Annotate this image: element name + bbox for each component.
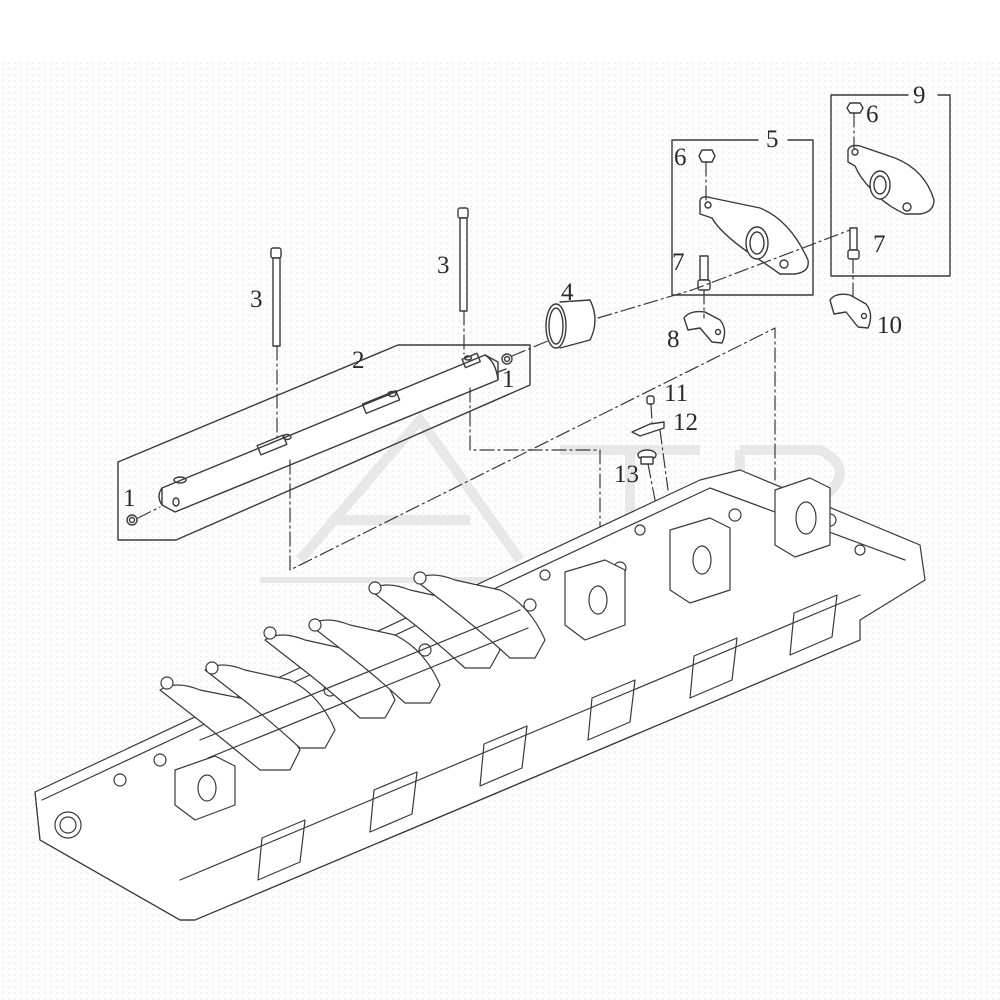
screw-part-11[interactable]: [646, 395, 655, 405]
callout-9: 9: [913, 82, 926, 109]
bolt-part-3-right[interactable]: [457, 207, 469, 312]
screw-part-7-b[interactable]: [847, 227, 860, 260]
top-margin: [0, 0, 1000, 62]
bolt-part-3-left[interactable]: [270, 247, 282, 347]
group-frame-9: [830, 94, 951, 277]
clip-part-12[interactable]: [631, 421, 665, 437]
plug-part-1-left[interactable]: [126, 514, 138, 526]
nut-part-6-b[interactable]: [846, 102, 864, 114]
callout-10: 10: [877, 312, 902, 339]
callout-1-left: 1: [123, 485, 136, 512]
alignment-lines: [137, 112, 855, 571]
bushing-part-4[interactable]: [545, 299, 596, 349]
plug-part-1-right[interactable]: [501, 353, 513, 365]
assembled-rocker-arms: [159, 571, 546, 821]
valve-bridge-part-10[interactable]: [829, 293, 872, 329]
callout-11: 11: [664, 380, 689, 407]
callout-8: 8: [667, 326, 680, 353]
callout-3-left: 3: [250, 286, 263, 313]
callout-7-a: 7: [672, 249, 685, 276]
nut-part-6-a[interactable]: [698, 149, 716, 163]
callout-2: 2: [352, 347, 365, 374]
callout-12: 12: [673, 409, 698, 436]
callout-4: 4: [561, 279, 574, 306]
callout-5: 5: [766, 126, 779, 153]
rocker-pedestals: [564, 477, 831, 641]
callout-3-right: 3: [437, 252, 450, 279]
screw-part-7-a[interactable]: [697, 255, 711, 291]
group-frame-5: [671, 139, 814, 296]
callout-6-b: 6: [866, 101, 879, 128]
rocker-shaft[interactable]: [158, 352, 507, 513]
callout-13: 13: [614, 461, 639, 488]
callout-7-b: 7: [873, 231, 886, 258]
callout-6-a: 6: [674, 144, 687, 171]
rocker-arm-part-5[interactable]: [699, 196, 809, 275]
callout-1-right: 1: [502, 366, 515, 393]
group-frame-2: [117, 344, 531, 541]
valve-bridge-part-8[interactable]: [683, 310, 726, 344]
rocker-arm-part-9[interactable]: [847, 144, 935, 215]
cylinder-head: [34, 469, 926, 921]
plug-part-13[interactable]: [637, 449, 657, 465]
